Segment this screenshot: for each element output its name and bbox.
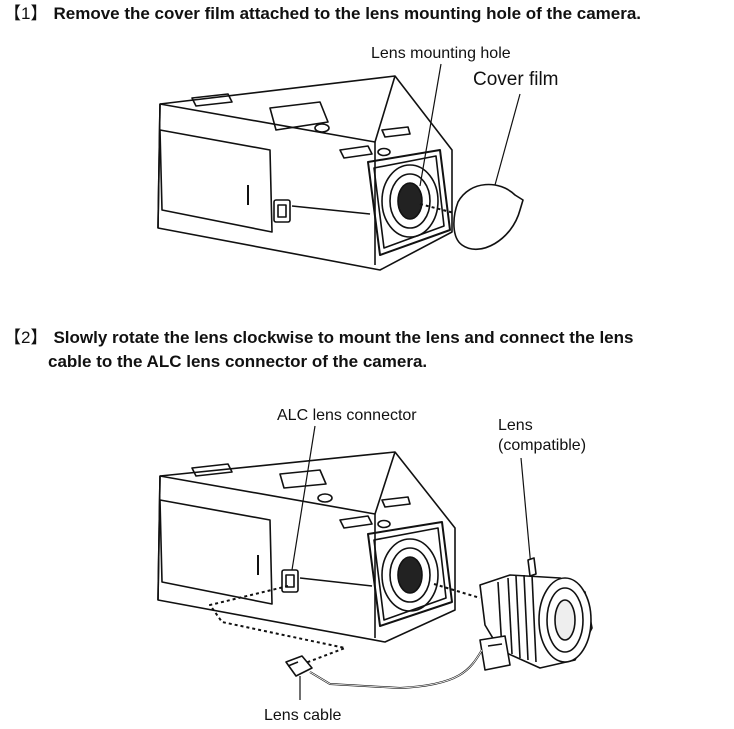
lens-cable-label: Lens cable: [264, 707, 342, 724]
step-1-text: Remove the cover film attached to the le…: [53, 4, 642, 23]
lens-compatible: [479, 557, 593, 671]
camera-body-2: [157, 451, 456, 643]
alc-lens-connector-label: ALC lens connector: [277, 407, 417, 424]
step-1-instruction: 【1】 Remove the cover film attached to the…: [4, 2, 732, 26]
step-2-text-line-1: Slowly rotate the lens clockwise to moun…: [53, 328, 634, 347]
step-2-instruction: 【2】 Slowly rotate the lens clockwise to m…: [4, 326, 728, 374]
cover-film-shape: [453, 183, 524, 251]
step-1-number: 【1】: [4, 4, 48, 23]
camera-lens-mount-2: [381, 538, 439, 612]
lens-mounting-hole-label: Lens mounting hole: [371, 45, 511, 62]
camera-body-1: [157, 75, 453, 271]
step-2-text-line-2: cable to the ALC lens connector of the c…: [48, 352, 428, 371]
step-2-number: 【2】: [4, 328, 48, 347]
cover-film-label: Cover film: [473, 69, 559, 90]
lens-cable: [285, 649, 483, 700]
camera-figure-1: [157, 63, 524, 271]
alc-lens-connector-port: [281, 569, 299, 593]
lens-label-line-1: Lens: [498, 417, 533, 434]
lens-label-line-2: (compatible): [498, 437, 587, 454]
lens-mounting-hole: [381, 164, 439, 238]
